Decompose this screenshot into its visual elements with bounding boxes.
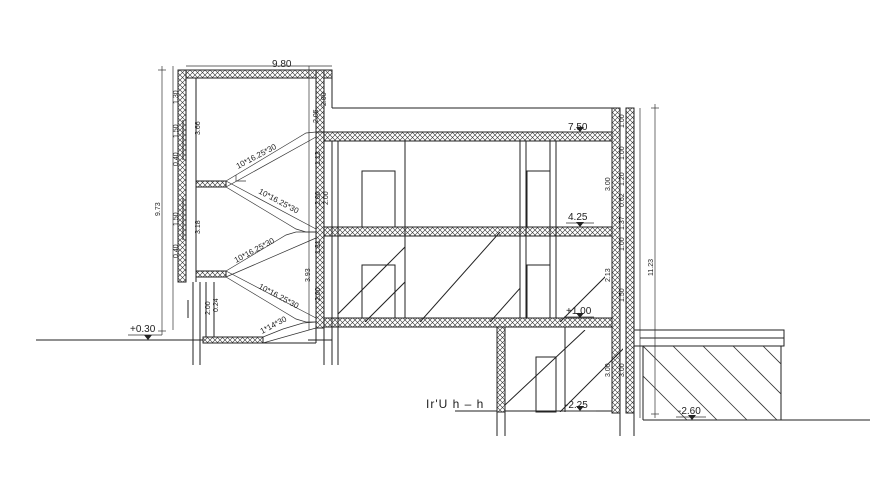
svg-text:1.50: 1.50	[173, 124, 180, 138]
svg-text:3.00: 3.00	[605, 177, 612, 191]
svg-text:1.31: 1.31	[315, 240, 322, 254]
main-building	[315, 107, 635, 436]
svg-text:2.00: 2.00	[315, 191, 322, 205]
svg-text:1.00: 1.00	[619, 237, 626, 251]
first-floor-slab	[315, 226, 613, 237]
section-caption: Ir'U h – h	[426, 397, 484, 411]
door	[526, 264, 551, 319]
stair-label-flight-3: 10*16.25*30	[233, 236, 277, 265]
right-dimension-stack: 1.00 1.00 1.20 3.00 0.62 1.37 1.00 2.13 …	[605, 114, 626, 377]
svg-text:1.13: 1.13	[315, 151, 322, 165]
door	[526, 170, 551, 228]
svg-text:+0.30: +0.30	[130, 324, 156, 335]
svg-text:3.66: 3.66	[195, 121, 202, 135]
svg-text:3.00: 3.00	[619, 363, 626, 377]
stair-label-flight-2: 10*16.25*30	[257, 282, 301, 311]
level-marker-yard: -2.60	[676, 406, 706, 420]
svg-text:1.37: 1.37	[619, 216, 626, 230]
svg-text:2.05: 2.05	[313, 109, 320, 123]
left-height-dim: 9.73	[155, 202, 162, 216]
stair-label-flight-5: 10*16.25*30	[235, 142, 279, 171]
svg-text:2.00: 2.00	[315, 287, 322, 301]
ground-line	[36, 339, 870, 421]
svg-text:0.40: 0.40	[173, 244, 180, 258]
stair-tower	[177, 69, 333, 365]
svg-text:1.50: 1.50	[173, 212, 180, 226]
level-marker-basement: -2.25	[563, 400, 596, 412]
door	[361, 170, 396, 228]
level-marker-first-floor: 4.25	[566, 212, 594, 227]
top-width-dim: 9.80	[272, 59, 292, 70]
right-height-dim: 11.23	[648, 259, 655, 276]
svg-text:0.24: 0.24	[213, 298, 220, 312]
svg-text:2.00: 2.00	[323, 191, 330, 205]
annex	[633, 329, 785, 420]
svg-text:3.18: 3.18	[195, 220, 202, 234]
level-marker-entrance: +0.30	[128, 324, 162, 340]
svg-text:0.62: 0.62	[619, 193, 626, 207]
svg-text:2.13: 2.13	[605, 268, 612, 282]
svg-text:1.00: 1.00	[619, 114, 626, 128]
door	[535, 356, 557, 413]
svg-text:1.00: 1.00	[619, 146, 626, 160]
dimension-lines	[158, 65, 659, 418]
svg-text:2.00: 2.00	[205, 301, 212, 315]
mid-dimension-stack: 2.05 2.00 1.13 2.00 2.00 1.31 2.00 3.93	[305, 92, 330, 301]
svg-text:1.20: 1.20	[619, 172, 626, 186]
svg-text:-2.60: -2.60	[678, 406, 701, 417]
svg-text:4.25: 4.25	[568, 212, 588, 223]
svg-text:1.50: 1.50	[619, 288, 626, 302]
svg-text:0.40: 0.40	[173, 152, 180, 166]
level-marker-ground-floor: +1.00	[564, 306, 594, 318]
svg-text:+1.00: +1.00	[566, 306, 592, 317]
level-marker-roof: 7.50	[566, 122, 594, 133]
svg-text:2.00: 2.00	[321, 92, 328, 106]
svg-text:3.93: 3.93	[305, 268, 312, 282]
left-dimension-stack: 1.30 1.50 0.40 1.50 0.40 3.66 3.18 2.00 …	[173, 90, 220, 315]
svg-text:3.00: 3.00	[605, 363, 612, 377]
svg-text:1.30: 1.30	[173, 90, 180, 104]
roof-slab	[315, 131, 613, 142]
ground-floor-slab	[315, 317, 613, 328]
svg-text:-2.25: -2.25	[565, 400, 588, 411]
